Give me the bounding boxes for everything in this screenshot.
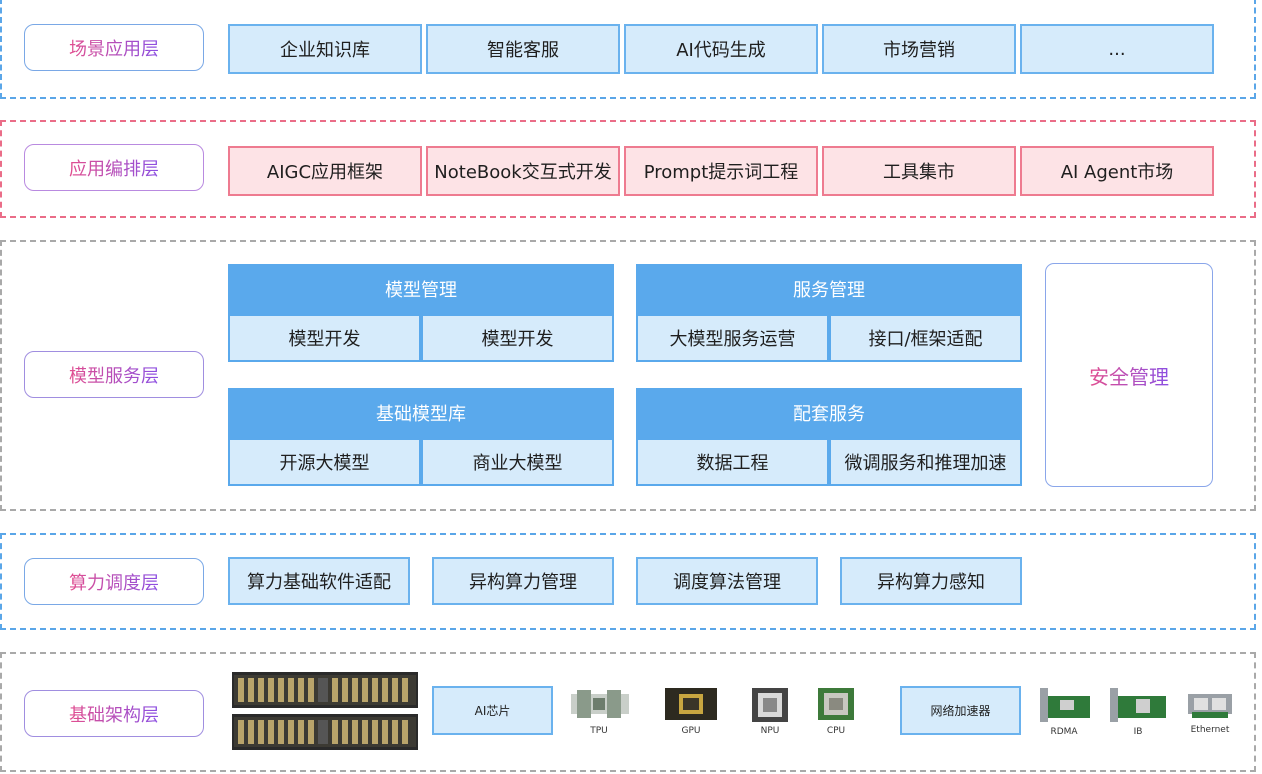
- security-management-box: 安全管理: [1045, 263, 1213, 487]
- panel-cell: 模型开发: [421, 314, 614, 362]
- npu-chip-icon: [752, 688, 788, 722]
- panel-title: 服务管理: [636, 264, 1022, 314]
- scene-layer: [0, 0, 1256, 99]
- model-service-layer: [0, 240, 1256, 511]
- ai-chip-box: AI芯片: [432, 686, 553, 735]
- panel-title: 模型管理: [228, 264, 614, 314]
- orchestration-item: NoteBook交互式开发: [426, 146, 620, 196]
- chip-label: GPU: [681, 726, 701, 736]
- compute-layer: [0, 533, 1256, 630]
- compute-item: 算力基础软件适配: [228, 557, 410, 605]
- rdma-nic-icon: [1040, 688, 1090, 722]
- orchestration-layer-label: 应用编排层: [24, 144, 204, 191]
- scene-item: 市场营销: [822, 24, 1016, 74]
- base-model-library-panel: 基础模型库 开源大模型 商业大模型: [228, 388, 614, 486]
- infra-layer: [0, 652, 1256, 772]
- panel-cell: 微调服务和推理加速: [829, 438, 1022, 486]
- panel-title: 配套服务: [636, 388, 1022, 438]
- scene-item: 智能客服: [426, 24, 620, 74]
- scene-item: 企业知识库: [228, 24, 422, 74]
- orchestration-layer: [0, 120, 1256, 218]
- orchestration-item: AI Agent市场: [1020, 146, 1214, 196]
- service-management-panel: 服务管理 大模型服务运营 接口/框架适配: [636, 264, 1022, 362]
- gpu-chip-icon: [665, 688, 717, 720]
- compute-item: 异构算力感知: [840, 557, 1022, 605]
- supporting-services-panel: 配套服务 数据工程 微调服务和推理加速: [636, 388, 1022, 486]
- model-service-layer-label: 模型服务层: [24, 351, 204, 398]
- panel-cell: 接口/框架适配: [829, 314, 1022, 362]
- nic-label: IB: [1133, 727, 1143, 737]
- infra-layer-label: 基础架构层: [24, 690, 204, 737]
- compute-item: 调度算法管理: [636, 557, 818, 605]
- orchestration-item: Prompt提示词工程: [624, 146, 818, 196]
- scene-item: AI代码生成: [624, 24, 818, 74]
- compute-item: 异构算力管理: [432, 557, 614, 605]
- server-rack-icon: [232, 714, 418, 750]
- panel-cell: 大模型服务运营: [636, 314, 829, 362]
- panel-cell: 模型开发: [228, 314, 421, 362]
- panel-cell: 商业大模型: [421, 438, 614, 486]
- network-accelerator-box: 网络加速器: [900, 686, 1021, 735]
- orchestration-item: 工具集市: [822, 146, 1016, 196]
- model-management-panel: 模型管理 模型开发 模型开发: [228, 264, 614, 362]
- panel-title: 基础模型库: [228, 388, 614, 438]
- server-rack-icon: [232, 672, 418, 708]
- panel-cell: 开源大模型: [228, 438, 421, 486]
- cpu-chip-icon: [818, 688, 854, 720]
- compute-layer-label: 算力调度层: [24, 558, 204, 605]
- ib-nic-icon: [1110, 688, 1166, 722]
- orchestration-item: AIGC应用框架: [228, 146, 422, 196]
- chip-label: TPU: [590, 726, 608, 736]
- panel-cell: 数据工程: [636, 438, 829, 486]
- chip-label: CPU: [826, 726, 846, 736]
- tpu-chip-icon: [571, 690, 629, 718]
- scene-layer-label: 场景应用层: [24, 24, 204, 71]
- chip-label: NPU: [760, 726, 780, 736]
- nic-label: RDMA: [1050, 727, 1078, 737]
- nic-label: Ethernet: [1190, 725, 1230, 735]
- scene-item: ...: [1020, 24, 1214, 74]
- ethernet-nic-icon: [1188, 694, 1232, 718]
